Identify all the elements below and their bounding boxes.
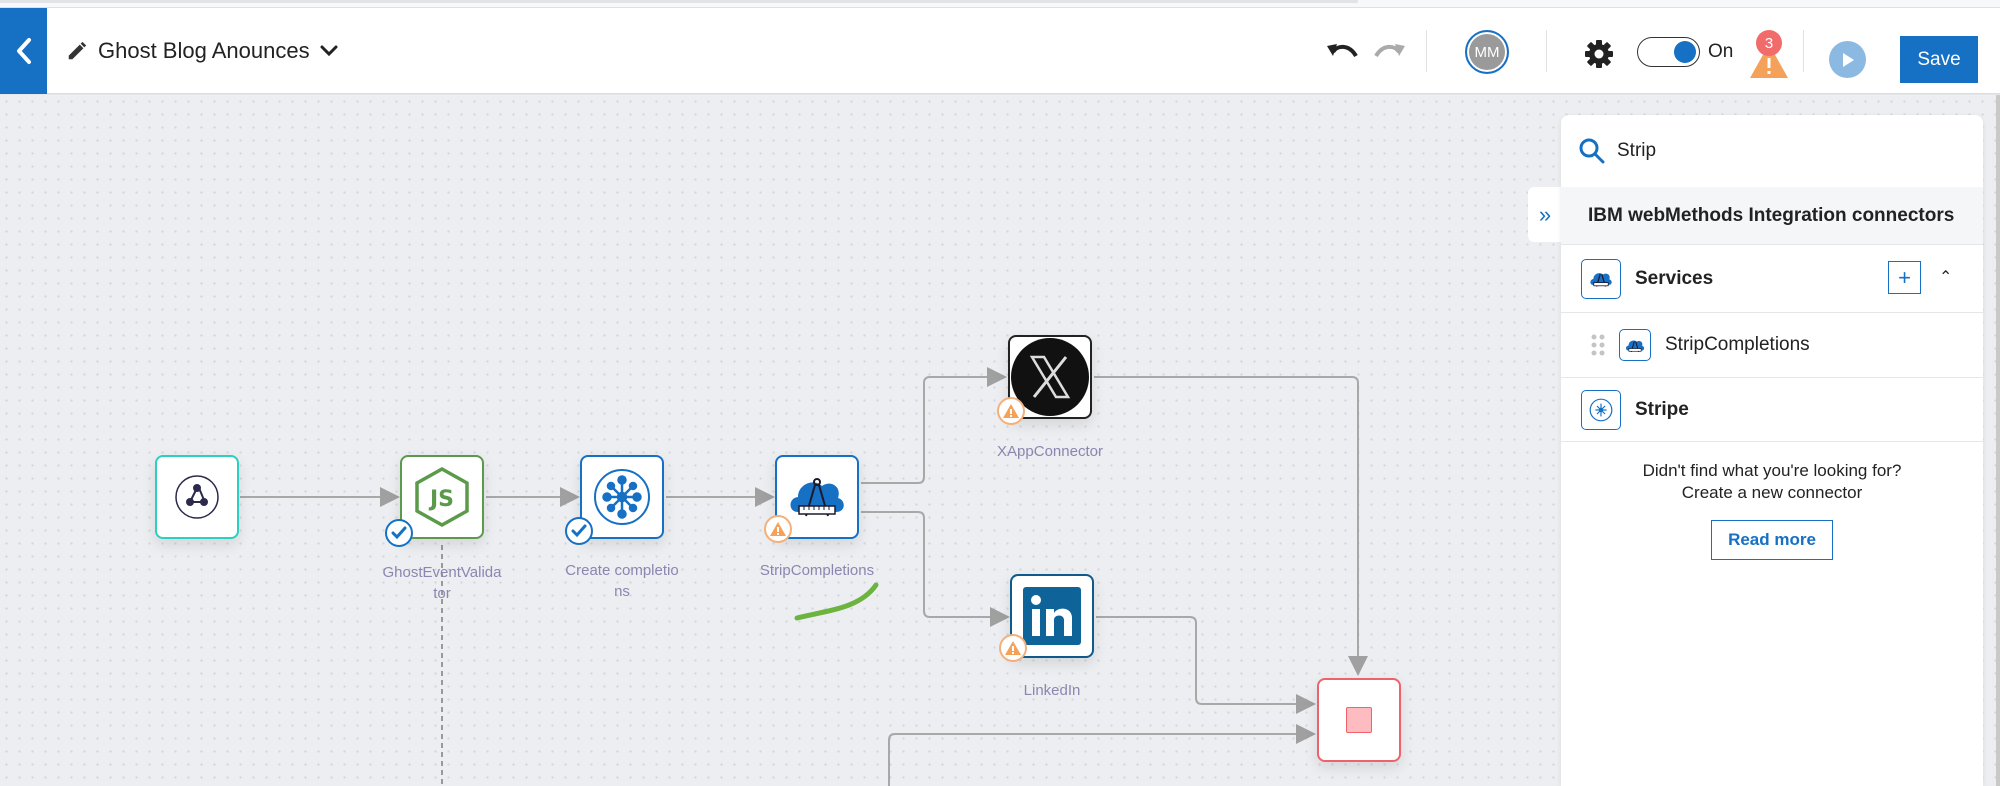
group-label: Services bbox=[1635, 267, 1714, 289]
end-node[interactable] bbox=[1317, 678, 1401, 762]
chevron-up-icon[interactable]: ⌃ bbox=[1939, 269, 1953, 286]
list-item-label: StripCompletions bbox=[1665, 334, 1810, 355]
node-label-strip-completions: StripCompletions bbox=[759, 562, 875, 579]
gear-icon bbox=[1585, 40, 1613, 68]
collapse-panel-button[interactable]: » bbox=[1528, 187, 1562, 242]
connector-search bbox=[1561, 115, 1983, 187]
flow-title[interactable]: Ghost Blog Anounces bbox=[98, 38, 310, 63]
pencil-icon bbox=[68, 41, 87, 60]
toolbar-divider bbox=[1803, 30, 1804, 72]
run-button[interactable] bbox=[1829, 41, 1866, 78]
warning-count-badge: 3 bbox=[1756, 30, 1782, 56]
node-label-linkedin: LinkedIn bbox=[1023, 682, 1081, 699]
status-ok-badge bbox=[565, 517, 593, 545]
svg-text:JS: JS bbox=[428, 487, 454, 512]
status-warning-badge bbox=[764, 515, 792, 543]
node-label-xapp-connector: XAppConnector bbox=[997, 443, 1103, 460]
save-button[interactable]: Save bbox=[1900, 36, 1978, 83]
undo-icon bbox=[1327, 44, 1358, 58]
warning-triangle-icon bbox=[1005, 641, 1021, 655]
webhook-icon bbox=[175, 475, 219, 519]
not-found-message: Didn't find what you're looking for? Cre… bbox=[1561, 460, 1983, 504]
read-more-button[interactable]: Read more bbox=[1711, 520, 1833, 560]
status-ok-badge bbox=[385, 519, 413, 547]
browser-top-strip bbox=[0, 0, 2000, 8]
top-strip-bar bbox=[0, 0, 1358, 3]
node-label-ghost-event-validator: GhostEventValidator bbox=[382, 564, 502, 602]
ghost-event-validator-node[interactable]: JS bbox=[400, 455, 484, 539]
toolbar-divider bbox=[1546, 30, 1547, 72]
group-services[interactable]: Services + ⌃ bbox=[1561, 245, 1983, 313]
hub-icon bbox=[594, 469, 650, 525]
add-service-button[interactable]: + bbox=[1888, 261, 1921, 294]
toggle-knob bbox=[1674, 41, 1696, 63]
double-chevron-right-icon: » bbox=[1538, 201, 1552, 227]
checkmark-icon bbox=[391, 526, 407, 540]
status-warning-badge bbox=[997, 397, 1025, 425]
nodejs-icon: JS bbox=[415, 466, 469, 528]
back-button[interactable] bbox=[0, 8, 47, 94]
not-found-line-2: Create a new connector bbox=[1681, 483, 1863, 502]
warnings-button[interactable] bbox=[1748, 38, 1790, 80]
search-icon bbox=[1579, 138, 1605, 164]
flow-title-area[interactable]: Ghost Blog Anounces bbox=[66, 8, 338, 94]
node-label-create-completions: Create completions bbox=[565, 562, 679, 600]
chevron-left-icon bbox=[16, 38, 31, 64]
cloud-compass-icon bbox=[1625, 340, 1645, 352]
services-connector-icon bbox=[1581, 258, 1621, 299]
connectors-panel: IBM webMethods Integration connectors Se… bbox=[1561, 115, 1983, 786]
group-label: Stripe bbox=[1635, 398, 1689, 420]
warning-triangle-icon bbox=[770, 522, 786, 536]
enable-toggle[interactable] bbox=[1637, 37, 1700, 67]
cloud-compass-icon bbox=[1590, 272, 1612, 287]
checkmark-icon bbox=[571, 524, 587, 538]
warning-triangle-icon bbox=[1750, 44, 1788, 78]
header-toolbar: Ghost Blog Anounces MM On 3 Save bbox=[0, 8, 2000, 94]
not-found-line-1: Didn't find what you're looking for? bbox=[1642, 461, 1902, 480]
connector-search-input[interactable] bbox=[1617, 140, 1937, 162]
stripe-connector-icon bbox=[1581, 389, 1621, 430]
cloud-compass-icon bbox=[790, 478, 844, 517]
redo-button[interactable] bbox=[1372, 36, 1408, 68]
toggle-label: On bbox=[1708, 41, 1734, 62]
user-avatar[interactable]: MM bbox=[1465, 30, 1509, 74]
warning-triangle-icon bbox=[1003, 404, 1019, 418]
undo-button[interactable] bbox=[1324, 36, 1360, 68]
trigger-node[interactable] bbox=[155, 455, 239, 539]
strip-completions-connector-icon bbox=[1619, 329, 1651, 361]
drag-handle-icon[interactable] bbox=[1591, 334, 1605, 356]
toolbar-divider bbox=[1426, 30, 1427, 72]
hub-icon bbox=[1589, 398, 1613, 421]
x-logo-icon bbox=[1011, 338, 1089, 416]
create-completions-node[interactable] bbox=[580, 455, 664, 539]
window-edge bbox=[1996, 95, 2000, 786]
section-header-connectors: IBM webMethods Integration connectors bbox=[1561, 187, 1983, 245]
redo-icon bbox=[1374, 44, 1405, 58]
chevron-down-icon[interactable] bbox=[320, 45, 338, 57]
play-icon bbox=[1842, 52, 1854, 67]
stop-icon bbox=[1346, 707, 1372, 733]
status-warning-badge bbox=[999, 634, 1027, 662]
settings-button[interactable] bbox=[1582, 37, 1616, 71]
group-stripe[interactable]: Stripe bbox=[1561, 378, 1983, 442]
linkedin-icon bbox=[1023, 587, 1081, 645]
list-item-strip-completions[interactable]: StripCompletions bbox=[1561, 313, 1983, 378]
